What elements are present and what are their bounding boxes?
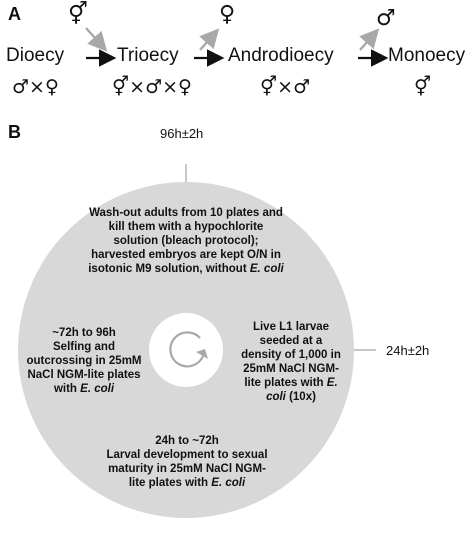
panel-a-label: A [8,4,21,24]
time-right: 24h±2h [386,343,430,358]
cycle-hub [149,313,223,387]
step-top: Wash-out adults from 10 plates and kill … [88,207,284,275]
panel-b-label: B [8,122,21,142]
system-trioecy: Trioecy [117,45,179,66]
lost-male-icon: ♂ [376,6,396,31]
monoecy-symbols: ⚥ [414,76,432,98]
lost-female-icon: ♀ [219,2,236,27]
step-bottom: 24h to ~72h Larval development to sexual… [106,435,268,489]
system-dioecy: Dioecy [6,45,65,66]
system-androdioecy: Androdioecy [228,45,334,66]
trioecy-symbols: ⚥×♂×♀ [112,76,192,98]
step-left: ~72h to 96h Selfing and outcrossing in 2… [26,327,142,395]
step-right: Live L1 larvae seeded at a density of 1,… [241,321,341,403]
gray-arrow-add-hermaphrodite [85,27,108,52]
gray-arrow-lose-male [359,28,380,51]
added-hermaphrodite-icon: ⚥ [68,2,88,27]
system-monoecy: Monoecy [388,45,466,66]
cycle-arrow-icon [169,331,208,368]
dioecy-symbols: ♂×♀ [12,76,59,98]
panel-a-arrows [85,27,389,67]
time-top: 96h±2h [160,126,204,141]
gray-arrow-lose-female [199,28,220,51]
androdioecy-symbols: ⚥×♂ [260,76,311,98]
